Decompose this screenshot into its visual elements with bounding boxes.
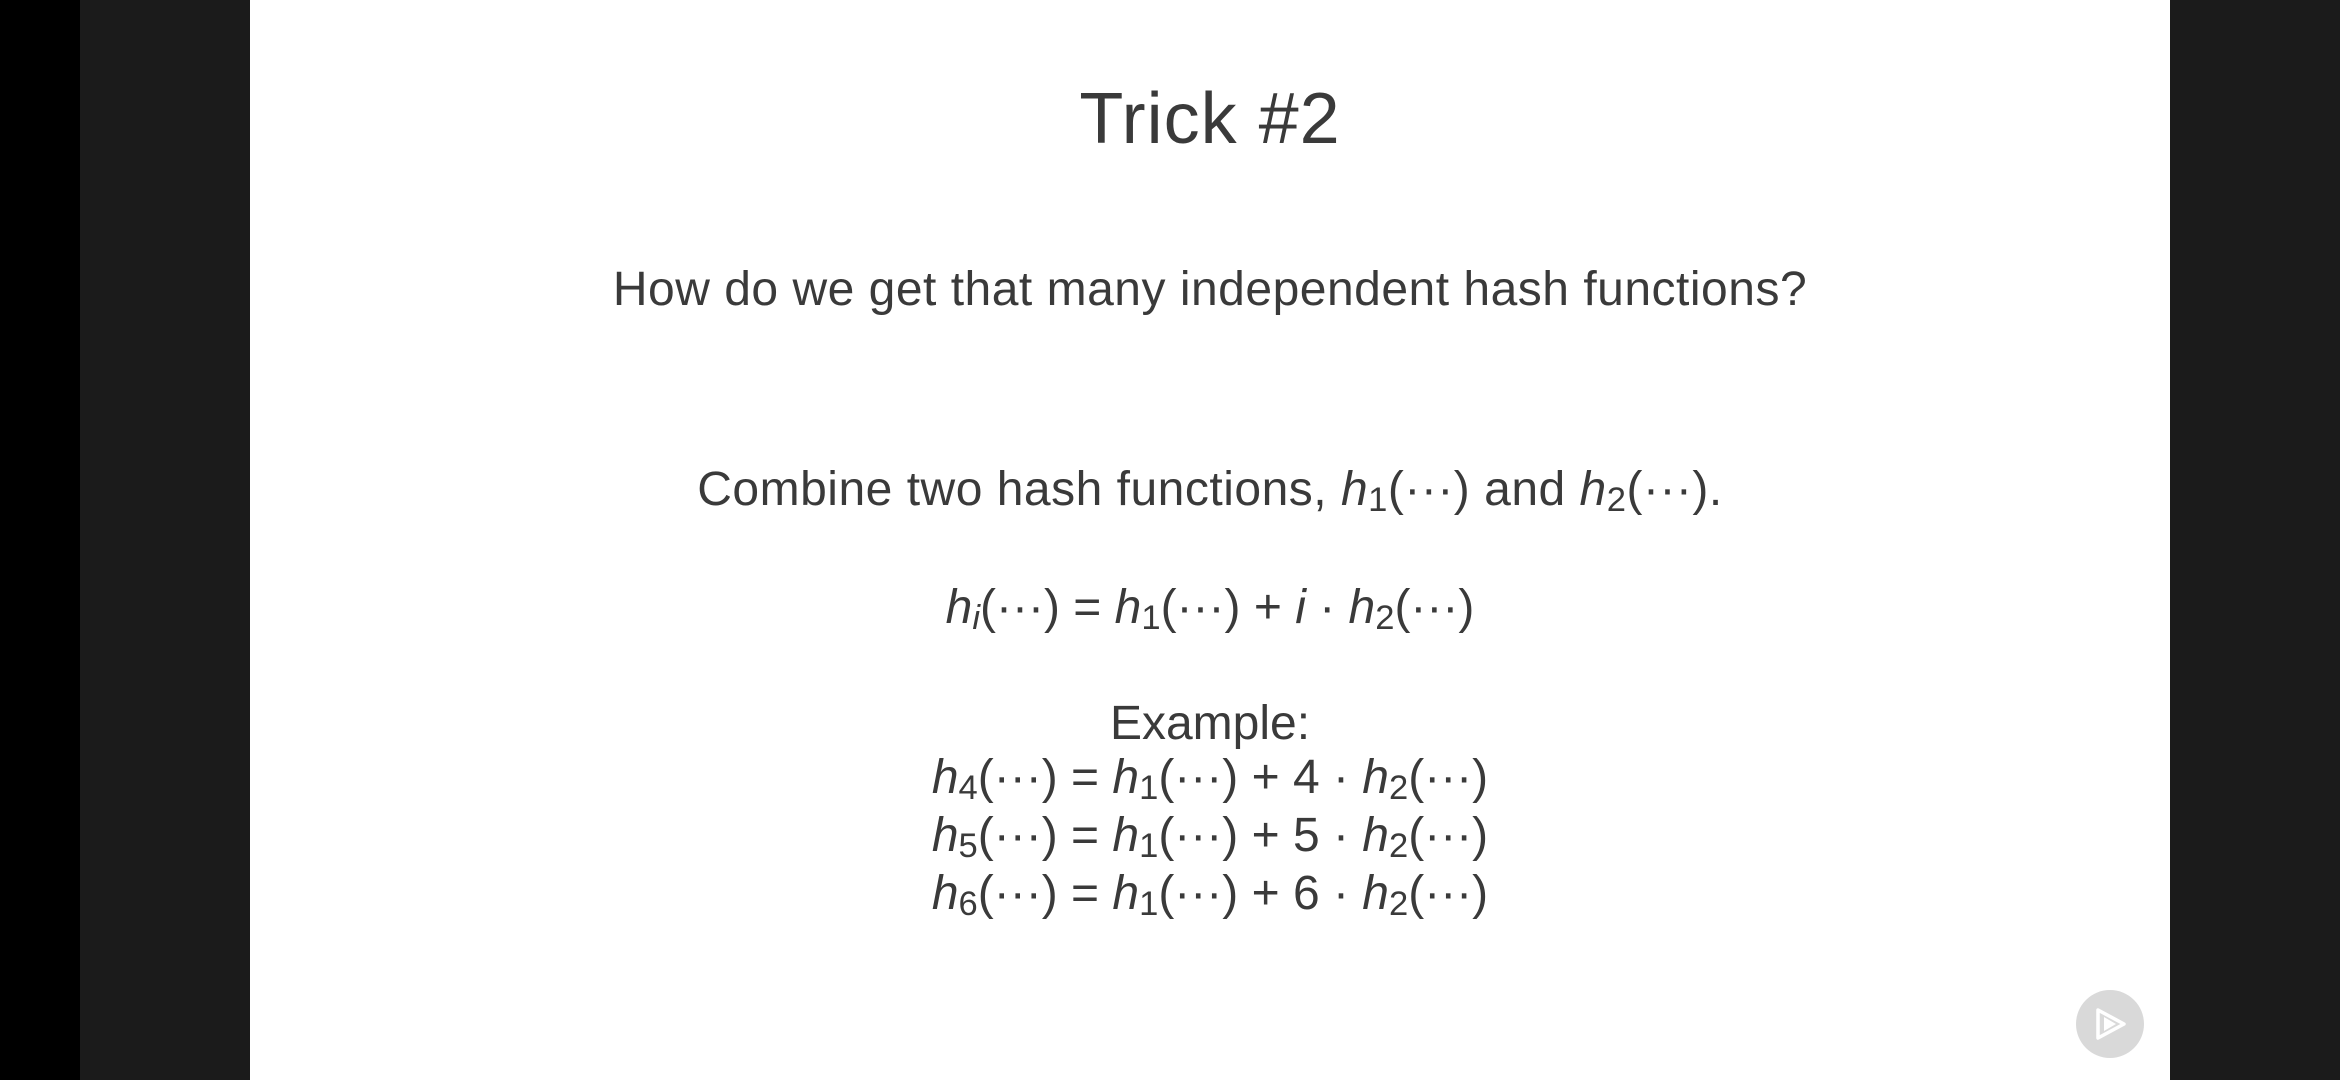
plus-sign: + (1240, 581, 1296, 634)
dot-operator: · (1319, 751, 1363, 804)
dot-operator: · (1305, 581, 1349, 634)
dot-operator: · (1319, 867, 1363, 920)
slide-title: Trick #2 (1079, 79, 1341, 159)
slide: Trick #2 How do we get that many indepen… (250, 0, 2170, 1080)
h1-subscript: 1 (1139, 885, 1159, 924)
h1-args: (···) (1160, 581, 1241, 634)
hi-symbol: h (945, 581, 973, 634)
dot-operator: · (1319, 809, 1363, 862)
combine-end: . (1708, 463, 1723, 516)
example-label: Example: (1109, 697, 1311, 750)
h2-symbol: h (1348, 581, 1376, 634)
h2-symbol: h (1579, 463, 1607, 516)
combine-prefix: Combine two hash functions, (697, 463, 1341, 516)
h2-args: (···) (1408, 751, 1489, 804)
i-variable: i (1295, 581, 1306, 634)
lhs-args: (···) (977, 809, 1058, 862)
right-letterbox (2170, 0, 2340, 1080)
h1-symbol: h (1112, 867, 1140, 920)
example-line: h5(···) = h1(···) + 5 · h2(···) (250, 808, 2170, 863)
left-edge (0, 0, 80, 1080)
slide-question: How do we get that many independent hash… (612, 263, 1808, 316)
plus-sign: + (1238, 867, 1293, 920)
left-letterbox (80, 0, 250, 1080)
example-line: h6(···) = h1(···) + 6 · h2(···) (250, 866, 2170, 921)
h1-subscript: 1 (1141, 599, 1161, 638)
hi-subscript: i (972, 599, 981, 638)
lhs-args: (···) (977, 751, 1058, 804)
h2-symbol: h (1362, 751, 1389, 804)
coefficient: 4 (1292, 751, 1320, 804)
plus-sign: + (1238, 751, 1293, 804)
lhs-subscript: 6 (958, 885, 978, 924)
lhs-symbol: h (931, 809, 959, 862)
h2-args: (···) (1626, 463, 1709, 516)
h2-args: (···) (1394, 581, 1475, 634)
h1-subscript: 1 (1139, 827, 1159, 866)
h2-subscript: 2 (1389, 827, 1409, 866)
equals-sign: = (1057, 867, 1113, 920)
example-line: h4(···) = h1(···) + 4 · h2(···) (250, 750, 2170, 805)
h1-symbol: h (1112, 809, 1140, 862)
h1-subscript: 1 (1368, 481, 1388, 520)
equals-sign: = (1057, 809, 1113, 862)
play-button[interactable] (2076, 990, 2144, 1058)
h1-args: (···) (1387, 463, 1471, 516)
combine-joiner: and (1470, 463, 1580, 516)
h2-args: (···) (1408, 809, 1489, 862)
h2-subscript: 2 (1375, 599, 1395, 638)
lhs-symbol: h (931, 751, 959, 804)
h1-symbol: h (1112, 751, 1140, 804)
h1-args: (···) (1158, 867, 1239, 920)
h1-args: (···) (1158, 751, 1239, 804)
h2-symbol: h (1362, 809, 1389, 862)
coefficient: 5 (1292, 809, 1320, 862)
h2-subscript: 2 (1389, 885, 1409, 924)
lhs-args: (···) (977, 867, 1058, 920)
hi-args: (···) (980, 581, 1060, 634)
lhs-subscript: 4 (958, 769, 978, 808)
h1-subscript: 1 (1139, 769, 1159, 808)
h1-args: (···) (1158, 809, 1239, 862)
equals-sign: = (1059, 581, 1115, 634)
general-formula: hi(···) = h1(···) + i · h2(···) (250, 580, 2170, 635)
equals-sign: = (1057, 751, 1113, 804)
lhs-symbol: h (931, 867, 959, 920)
combine-statement: Combine two hash functions, h1(···) and … (250, 462, 2170, 517)
h2-symbol: h (1362, 867, 1389, 920)
h2-subscript: 2 (1389, 769, 1409, 808)
h1-symbol: h (1340, 463, 1369, 516)
plus-sign: + (1238, 809, 1293, 862)
coefficient: 6 (1292, 867, 1320, 920)
h2-args: (···) (1408, 867, 1489, 920)
h1-symbol: h (1114, 581, 1142, 634)
h2-subscript: 2 (1606, 481, 1627, 520)
play-triangle-icon (2096, 1008, 2126, 1040)
lhs-subscript: 5 (958, 827, 978, 866)
